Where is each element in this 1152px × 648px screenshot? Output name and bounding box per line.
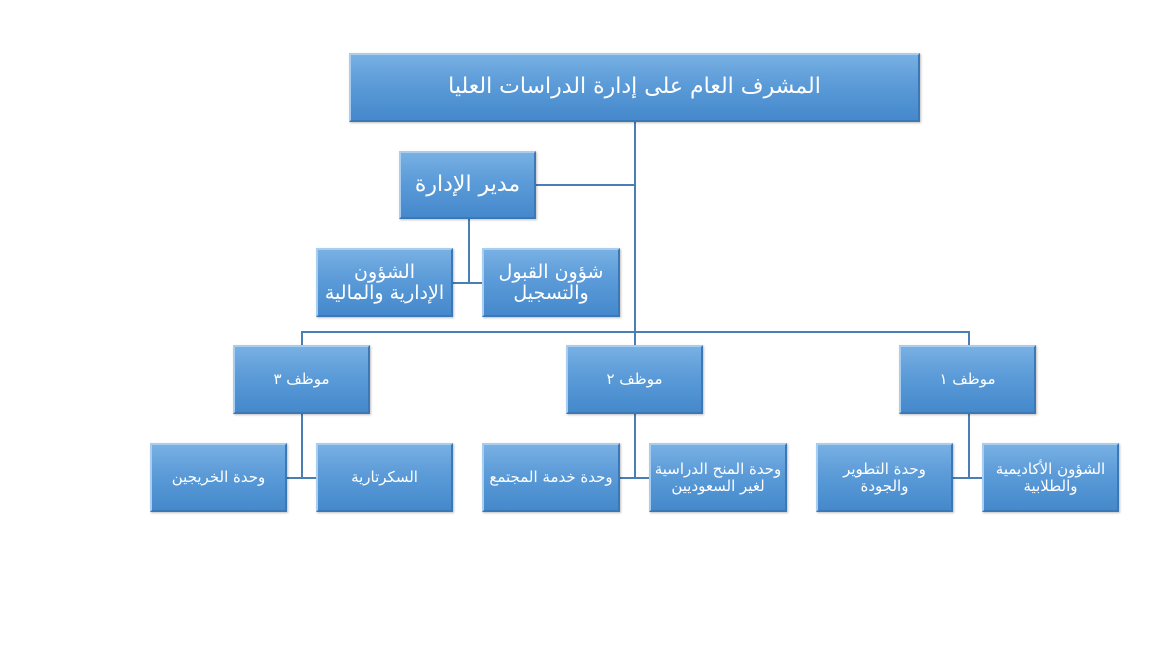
community-service-node: وحدة خدمة المجتمع: [482, 443, 620, 512]
connector: [634, 121, 636, 345]
connector: [968, 331, 970, 345]
connector: [468, 218, 470, 282]
connector: [952, 477, 982, 479]
academic-affairs-node: الشؤون الأكاديمية والطلابية: [982, 443, 1119, 512]
connector: [634, 413, 636, 477]
manager-node: مدير الإدارة: [399, 151, 536, 219]
connector: [301, 331, 303, 345]
scholarships-node: وحدة المنح الدراسية لغير السعوديين: [649, 443, 787, 512]
connector: [968, 413, 970, 477]
staff-3-node: موظف ٣: [233, 345, 370, 414]
connector: [301, 413, 303, 477]
quality-unit-node: وحدة التطوير والجودة: [816, 443, 953, 512]
staff-1-node: موظف ١: [899, 345, 1036, 414]
connector: [535, 184, 635, 186]
connector: [286, 477, 316, 479]
staff-2-node: موظف ٢: [566, 345, 703, 414]
secretariat-node: السكرتارية: [316, 443, 453, 512]
connector: [452, 282, 482, 284]
connector: [301, 331, 969, 333]
connector: [619, 477, 649, 479]
admission-node: شؤون القبول والتسجيل: [482, 248, 620, 317]
graduates-unit-node: وحدة الخريجين: [150, 443, 287, 512]
root-node: المشرف العام على إدارة الدراسات العليا: [349, 53, 920, 122]
admin-finance-node: الشؤون الإدارية والمالية: [316, 248, 453, 317]
